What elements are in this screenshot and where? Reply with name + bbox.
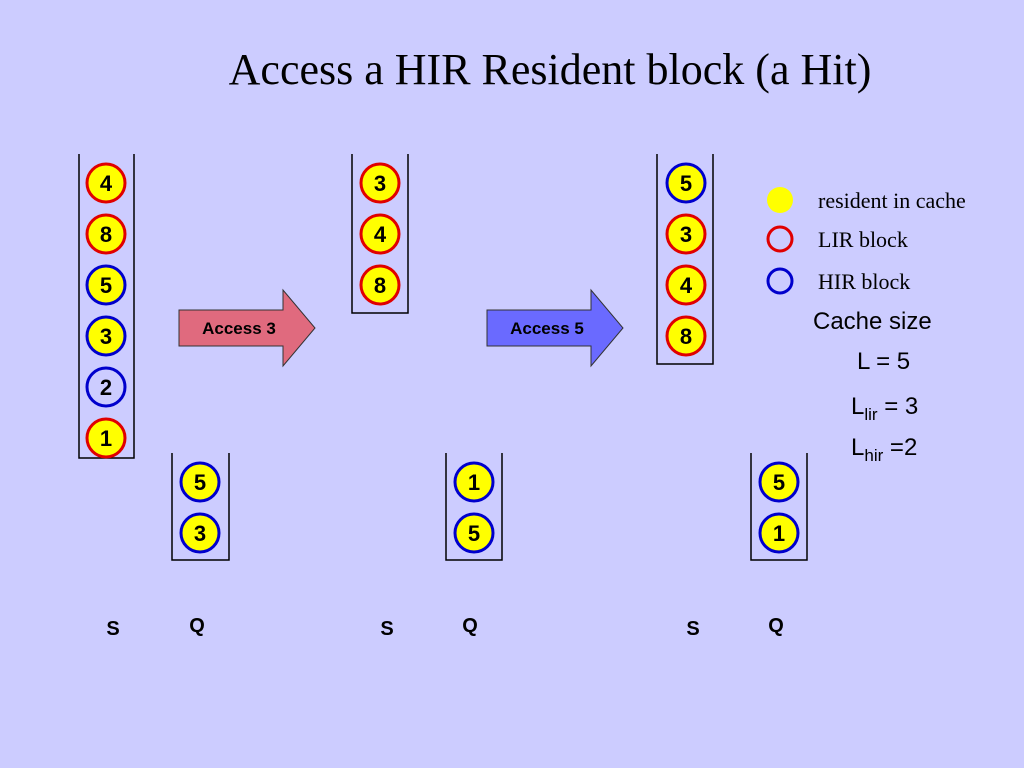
stage-3-q-label: Q [768,615,784,637]
stage-1-s-block-1-label: 4 [100,171,113,196]
access-arrow-1 [178,288,316,368]
stage-2-q-stack-outline [445,453,503,561]
stage-3-s-stack-outline [656,154,714,365]
stage-3-s-block-3 [665,264,707,306]
stage-1-s-block-2-label: 8 [100,222,112,247]
stage-3-s-label: S [686,618,699,640]
stage-1-s-block-5-label: 2 [100,375,112,400]
stage-3-q-block-1 [758,461,800,503]
stage-1-s-block-6-label: 1 [100,426,112,451]
legend-resident-label: resident in cache [818,188,966,213]
stage-3-q-block-2 [758,512,800,554]
slide-title: Access a HIR Resident block (a Hit) [228,45,872,94]
stage-1-s-label: S [106,618,119,640]
stage-1-q-block-2 [179,512,221,554]
stage-1-s-block-4-label: 3 [100,324,112,349]
stage-2-q-block-1-label: 1 [468,470,480,495]
stage-1-q-stack-outline [171,453,230,561]
stage-3-s-block-3-label: 4 [680,273,693,298]
stage-2-q-block-2 [453,512,495,554]
stage-2-s-label: S [380,618,393,640]
stage-3-q-block-2-label: 1 [773,521,785,546]
stage-2-s-block-2 [359,213,401,255]
cache-size-lhir: Lhir =2 [851,434,918,465]
stage-2-s-block-3-label: 8 [374,273,386,298]
legend-hir-label: HIR block [818,269,910,294]
stage-3-s-block-4-label: 8 [680,324,692,349]
stage-1-s-block-4 [85,315,127,357]
stage-2-s-block-3 [359,264,401,306]
legend-lir-marker [766,225,794,253]
stage-3-s-block-1 [665,162,707,204]
stage-1-s-block-1 [85,162,127,204]
stage-1-s-block-3-label: 5 [100,273,112,298]
stage-2-q-block-1 [453,461,495,503]
stage-3-s-block-1-label: 5 [680,171,692,196]
legend-lir-label: LIR block [818,227,908,252]
stage-3-s-block-2 [665,213,707,255]
stage-3-q-block-1-label: 5 [773,470,785,495]
stage-2-s-block-2-label: 4 [374,222,387,247]
cache-size-llir: Llir = 3 [851,393,919,424]
stage-3-s-block-2-label: 3 [680,222,692,247]
stage-2-s-block-1-label: 3 [374,171,386,196]
stage-2-s-stack-outline [351,154,409,314]
stage-1-s-block-2 [85,213,127,255]
access-arrow-1-label: Access 3 [202,319,276,338]
cache-size-l: L = 5 [857,348,911,375]
stage-1-s-block-3 [85,264,127,306]
stage-1-s-block-5 [85,366,127,408]
stage-3-q-stack-outline [750,453,808,561]
stage-2-q-block-2-label: 5 [468,521,480,546]
stage-1-s-block-6 [85,417,127,459]
stage-1-q-label: Q [189,615,205,637]
stage-3-s-block-4 [665,315,707,357]
stage-1-q-block-1 [179,461,221,503]
cache-size-title: Cache size [813,308,932,335]
access-arrow-2-label: Access 5 [510,319,584,338]
access-arrow-2 [486,288,624,368]
legend-resident-marker [767,187,793,213]
stage-1-q-block-1-label: 5 [194,470,206,495]
stage-1-q-block-2-label: 3 [194,521,206,546]
legend-hir-marker [766,267,794,295]
stage-2-s-block-1 [359,162,401,204]
stage-2-q-label: Q [462,615,478,637]
